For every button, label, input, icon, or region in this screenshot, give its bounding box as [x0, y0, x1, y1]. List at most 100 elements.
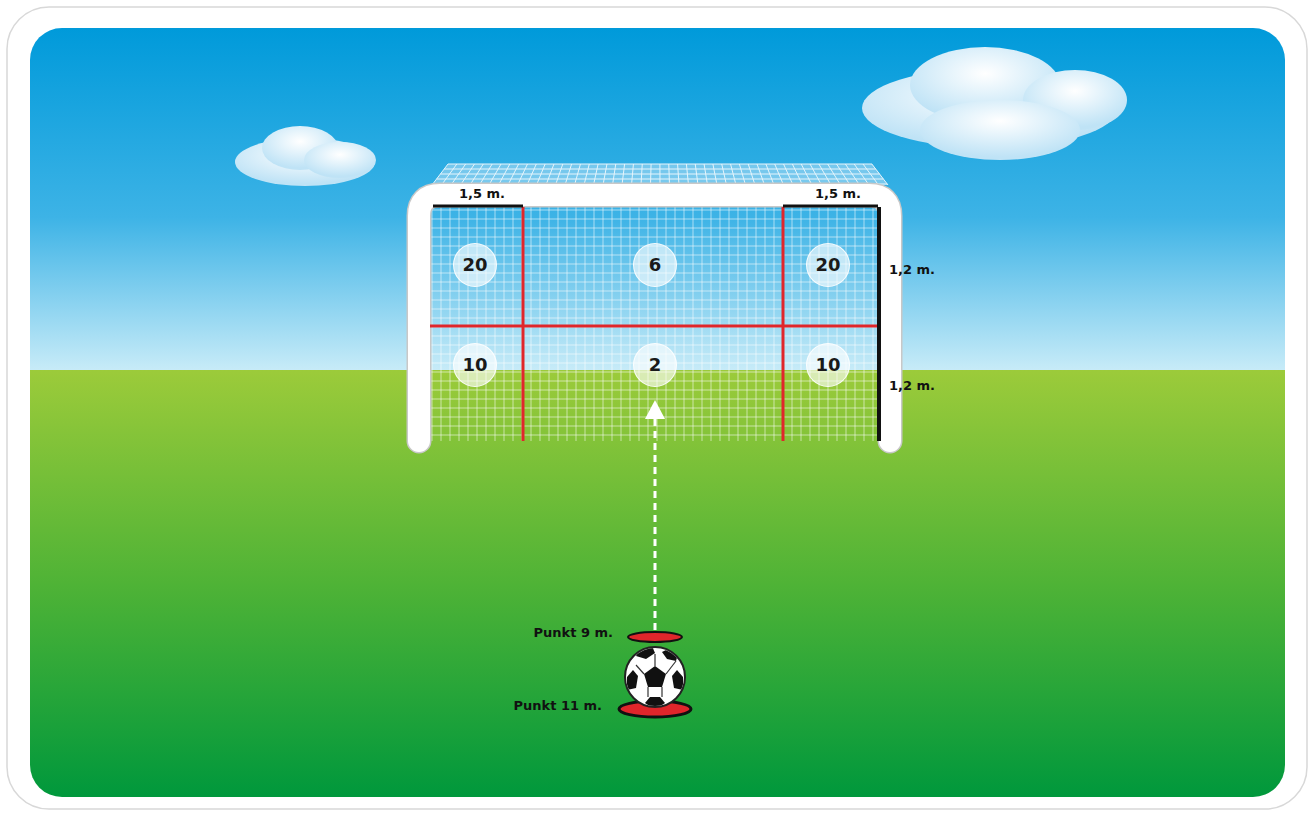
- net-line: [621, 207, 622, 441]
- net-line: [639, 207, 640, 441]
- score-circle: 2: [633, 343, 677, 387]
- net-line: [576, 207, 577, 441]
- ball-patch: [644, 666, 666, 687]
- net-line: [729, 207, 730, 441]
- net-line: [846, 207, 847, 441]
- net-line: [468, 207, 469, 441]
- zone-line: [782, 207, 785, 441]
- net-line: [459, 207, 460, 441]
- dimension-lines: [433, 206, 879, 441]
- spot-marker: [628, 632, 682, 642]
- net-line: [430, 300, 879, 301]
- net-line: [430, 390, 879, 391]
- ball-patch: [672, 670, 683, 690]
- ball-patches: [627, 646, 683, 710]
- net-line: [558, 207, 559, 441]
- net-line: [711, 207, 712, 441]
- net-line: [430, 291, 879, 292]
- score-circle: 6: [633, 243, 677, 287]
- dashed-arrow: [654, 414, 657, 630]
- net-line: [693, 207, 694, 441]
- dimension-label: 1,5 m.: [459, 187, 505, 201]
- score-value: 20: [462, 256, 487, 274]
- zone-lines: [430, 207, 880, 441]
- net-line: [430, 309, 879, 310]
- goal-net: [430, 207, 879, 441]
- net-line: [837, 207, 838, 441]
- net-line: [630, 207, 631, 441]
- net-line: [522, 207, 523, 441]
- net-line: [720, 207, 721, 441]
- net-line: [675, 207, 676, 441]
- score-value: 6: [649, 256, 662, 274]
- net-line: [444, 169, 876, 170]
- net-line: [756, 207, 757, 441]
- net-line: [819, 207, 820, 441]
- ball-patch: [636, 646, 655, 659]
- net-line: [504, 207, 505, 441]
- net-line: [430, 336, 879, 337]
- net-line: [440, 174, 879, 175]
- net-line: [747, 207, 748, 441]
- ball-patch: [627, 670, 638, 690]
- net-line: [448, 164, 872, 165]
- net-line: [855, 207, 856, 441]
- goal-frame: [419, 195, 890, 441]
- net-line: [430, 399, 879, 400]
- spot-label: Punkt 11 m.: [513, 699, 602, 713]
- background: [30, 28, 1285, 797]
- dimension-label: 1,5 m.: [815, 187, 861, 201]
- net-line: [774, 207, 775, 441]
- net-line: [810, 207, 811, 441]
- net-line: [612, 207, 613, 441]
- net-line: [783, 207, 784, 441]
- ball-patch: [645, 697, 665, 710]
- score-value: 10: [462, 356, 487, 374]
- net-line: [430, 228, 879, 229]
- dimension-line: [433, 205, 523, 208]
- shot-arrow: [645, 400, 665, 630]
- zone-line: [430, 325, 880, 328]
- net-line: [792, 207, 793, 441]
- cloud-part: [920, 100, 1080, 160]
- dimension-label: 1,2 m.: [889, 263, 935, 277]
- cloud-small: [235, 126, 376, 186]
- net-line: [437, 179, 884, 180]
- net-line: [603, 207, 604, 441]
- net-line: [430, 237, 879, 238]
- ball-patch: [662, 648, 678, 661]
- net-line: [432, 207, 433, 441]
- net-line: [531, 207, 532, 441]
- spot-label: Punkt 9 m.: [534, 626, 613, 640]
- net-line: [430, 210, 879, 211]
- net-line: [702, 207, 703, 441]
- net-line: [765, 207, 766, 441]
- net-line: [430, 327, 879, 328]
- net-line: [430, 318, 879, 319]
- net-line: [666, 207, 667, 441]
- net-line: [540, 207, 541, 441]
- net-line: [738, 207, 739, 441]
- score-value: 2: [649, 356, 662, 374]
- net-line: [684, 207, 685, 441]
- net-line: [441, 207, 442, 441]
- net-line: [549, 207, 550, 441]
- zone-line: [522, 207, 525, 441]
- net-line: [648, 207, 649, 441]
- cloud-large: [862, 47, 1127, 160]
- dimension-line: [877, 207, 881, 441]
- net-line: [567, 207, 568, 441]
- football: [625, 646, 685, 710]
- score-value: 20: [815, 256, 840, 274]
- net-top: [432, 164, 888, 185]
- net-line: [864, 207, 865, 441]
- score-value: 10: [815, 356, 840, 374]
- spot-9m: [628, 632, 682, 642]
- dimension-line: [783, 205, 878, 208]
- score-circle: 20: [453, 243, 497, 287]
- score-circle: 20: [806, 243, 850, 287]
- net-line: [801, 207, 802, 441]
- goal-post: [419, 195, 890, 441]
